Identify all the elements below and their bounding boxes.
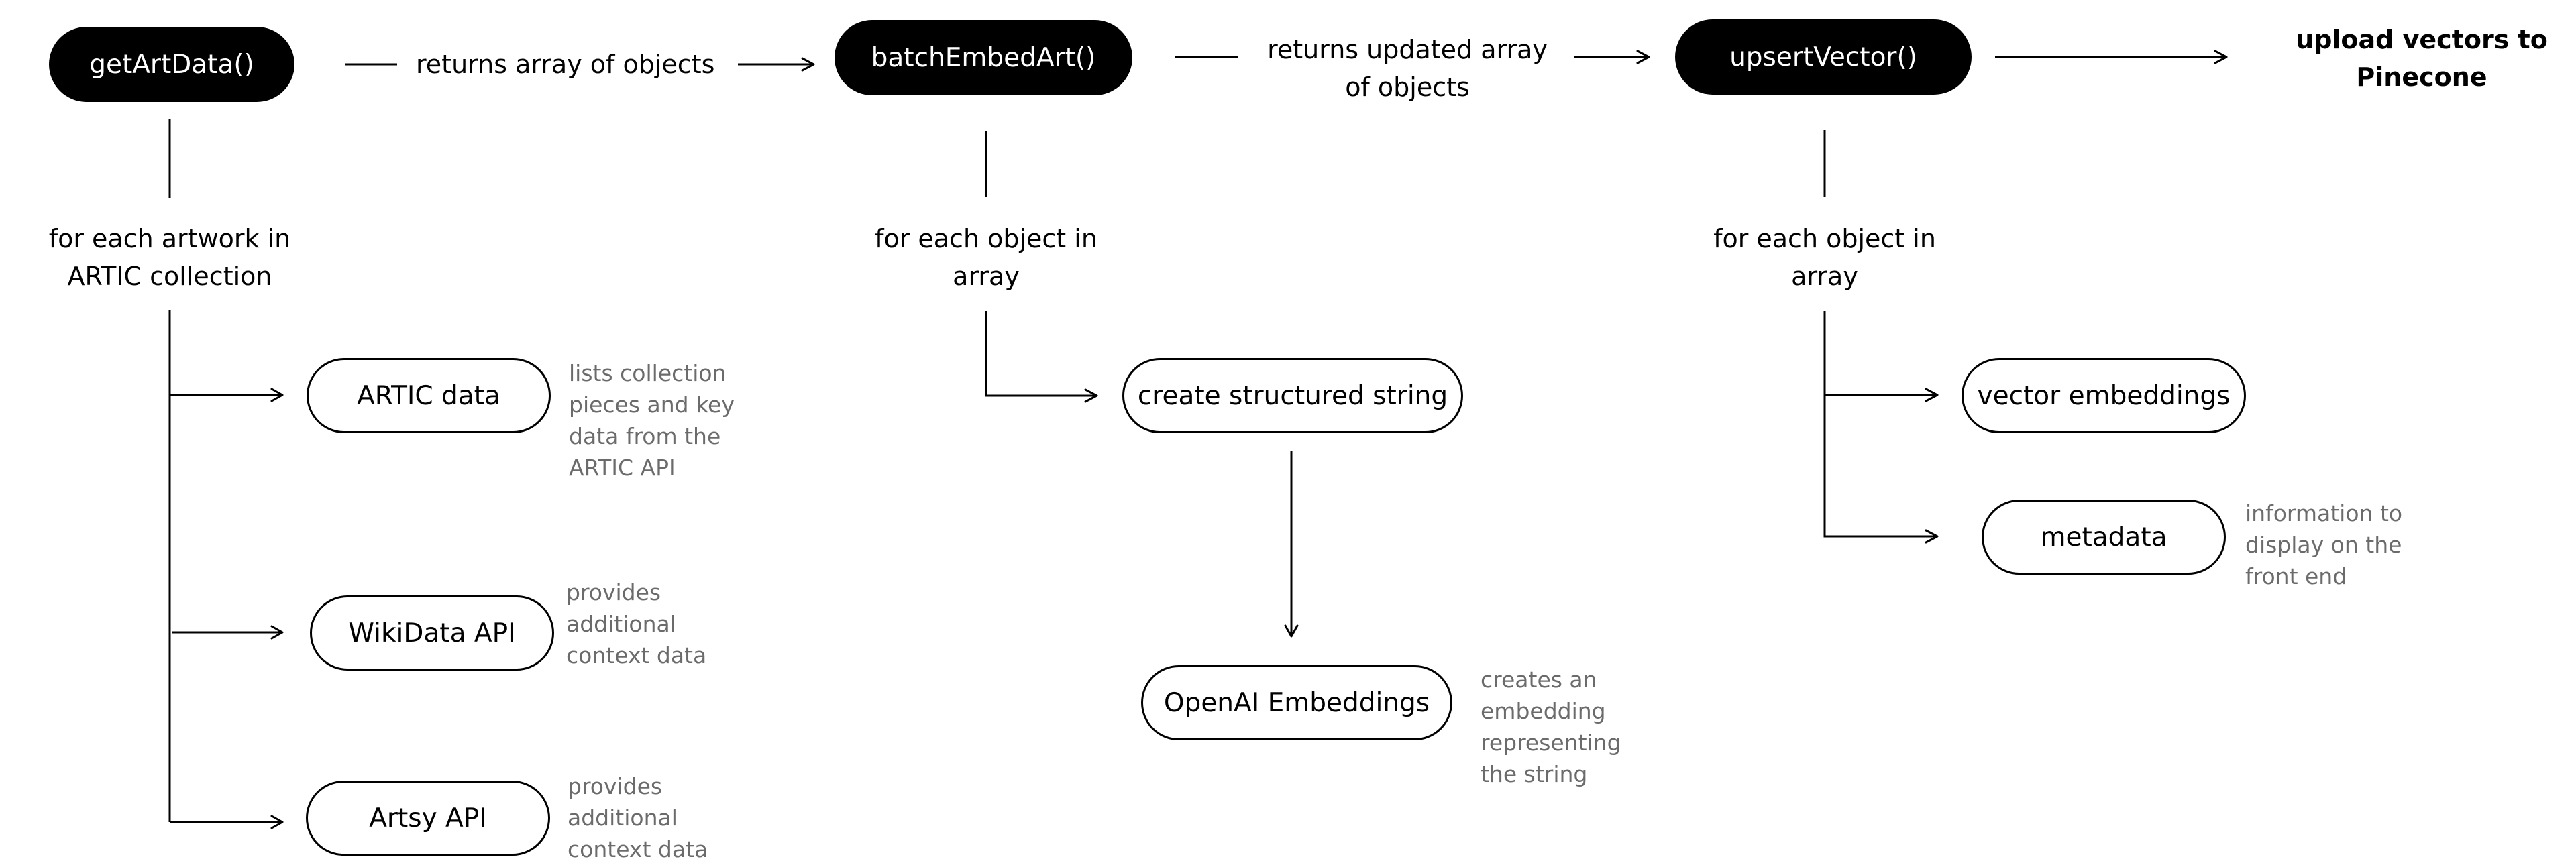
wikidata-note-line: provides [566, 579, 661, 606]
arrowhead-wikidata-api [270, 625, 284, 640]
upload-line-2: Pinecone [2356, 62, 2487, 92]
returns-updated-line-2: of objects [1345, 72, 1470, 102]
artic-data-node: ARTIC data [307, 358, 551, 433]
openai-note-line: representing [1481, 730, 1621, 756]
arrowhead-upload [2214, 50, 2228, 64]
artic-note-line: ARTIC API [569, 455, 676, 481]
wikidata-note-line: context data [566, 642, 707, 669]
for-each-object-batch-label: for each object in array [845, 220, 1127, 295]
openai-note-line: creates an [1481, 667, 1597, 693]
openai-note-line: embedding [1481, 698, 1606, 724]
for-each-artwork-label: for each artwork in ARTIC collection [29, 220, 311, 295]
upload-line-1: upload vectors to [2296, 25, 2548, 54]
arrowhead-batchembedart [801, 57, 815, 72]
for-each-object-batch-line-1: for each object in [875, 224, 1097, 253]
arrowhead-openai-embeddings [1284, 624, 1299, 638]
artic-data-note: lists collection pieces and key data fro… [569, 357, 735, 483]
for-each-object-upsert-label: for each object in array [1684, 220, 1966, 295]
arrowhead-artic-data [270, 388, 284, 402]
for-each-artwork-line-1: for each artwork in [48, 224, 291, 253]
for-each-object-upsert-line-2: array [1791, 262, 1858, 291]
create-structured-string-node: create structured string [1122, 358, 1463, 433]
arrowhead-upsertvector [1636, 50, 1650, 64]
returns-updated-line-1: returns updated array [1267, 35, 1548, 64]
metadata-node: metadata [1982, 500, 2226, 575]
upsertvector-node: upsertVector() [1675, 19, 1972, 95]
wikidata-api-note: provides additional context data [566, 577, 706, 671]
openai-note-line: the string [1481, 761, 1588, 787]
returns-updated-array-label: returns updated array of objects [1246, 31, 1568, 106]
openai-embeddings-node: OpenAI Embeddings [1141, 665, 1452, 740]
for-each-object-batch-line-2: array [953, 262, 1020, 291]
artsy-note-line: additional [568, 805, 678, 831]
returns-array-label: returns array of objects [416, 50, 715, 79]
artsy-api-node: Artsy API [306, 781, 550, 856]
vector-embeddings-node: vector embeddings [1962, 358, 2246, 433]
arrow-to-create-structured-string [985, 311, 1096, 397]
wikidata-api-node: WikiData API [310, 595, 554, 671]
arrowhead-artsy-api [270, 815, 284, 829]
artsy-note-line: context data [568, 836, 708, 862]
metadata-note-line: information to [2245, 500, 2403, 526]
metadata-note-line: front end [2245, 563, 2347, 589]
upload-to-pinecone-label: upload vectors to Pinecone [2281, 21, 2563, 96]
for-each-artwork-line-2: ARTIC collection [67, 262, 272, 291]
batchembedart-node: batchEmbedArt() [835, 20, 1132, 95]
for-each-object-upsert-line-1: for each object in [1713, 224, 1936, 253]
metadata-note: information to display on the front end [2245, 498, 2402, 592]
arrowhead-metadata [1925, 529, 1939, 544]
artic-note-line: data from the [569, 423, 721, 449]
metadata-note-line: display on the [2245, 532, 2402, 558]
artic-note-line: pieces and key [569, 392, 735, 418]
connector-upsert-loop-trunk [1823, 311, 1937, 538]
artsy-note-line: provides [568, 773, 663, 799]
artic-note-line: lists collection [569, 360, 727, 386]
arrowhead-create-structured-string [1084, 388, 1098, 403]
arrowhead-vector-embeddings [1925, 388, 1939, 402]
wikidata-note-line: additional [566, 611, 676, 637]
getartdata-node: getArtData() [49, 27, 294, 102]
artsy-api-note: provides additional context data [568, 770, 708, 865]
openai-embeddings-note: creates an embedding representing the st… [1481, 664, 1621, 790]
